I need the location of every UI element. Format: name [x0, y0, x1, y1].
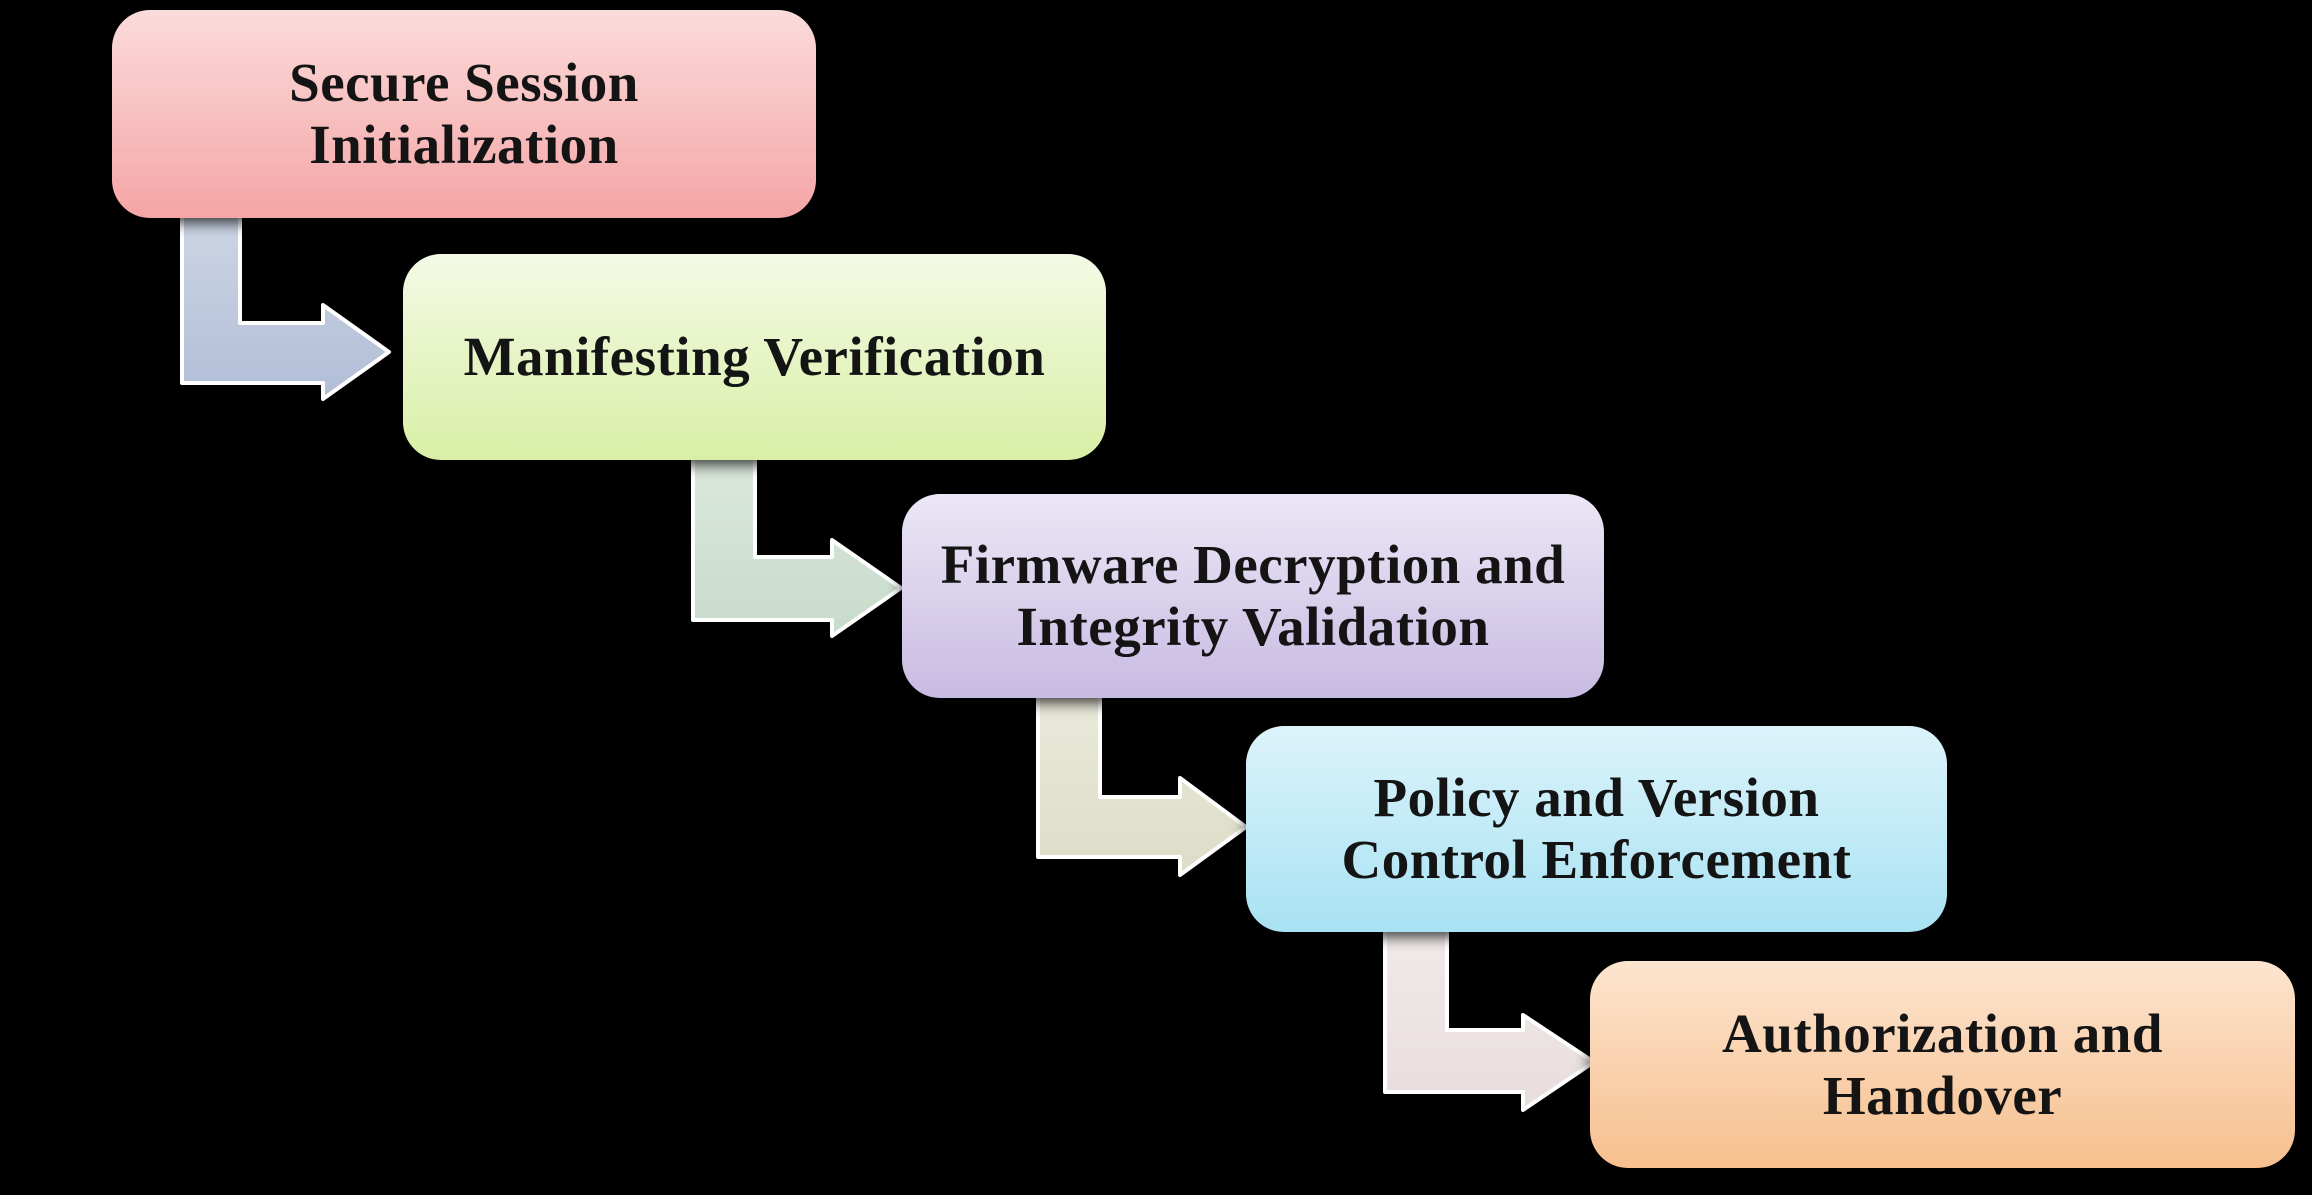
connector-arrow-3: [1036, 692, 1248, 877]
node-policy-version-control-enforcement: Policy and Version Control Enforcement: [1246, 726, 1947, 932]
node-firmware-decryption-integrity-validation: Firmware Decryption and Integrity Valida…: [902, 494, 1604, 698]
connector-arrow-4: [1383, 926, 1596, 1112]
connector-arrow-2: [691, 454, 903, 638]
node-authorization-handover: Authorization and Handover: [1590, 961, 2295, 1168]
node-label-firmware-decryption-integrity-validation: Firmware Decryption and Integrity Valida…: [940, 534, 1566, 657]
node-manifesting-verification: Manifesting Verification: [403, 254, 1106, 460]
node-label-authorization-handover: Authorization and Handover: [1722, 1002, 2163, 1126]
node-label-manifesting-verification: Manifesting Verification: [463, 326, 1046, 388]
node-label-secure-session-initialization: Secure Session Initialization: [289, 52, 639, 175]
connector-arrow-1: [180, 212, 391, 401]
node-secure-session-initialization: Secure Session Initialization: [112, 10, 816, 218]
node-label-policy-version-control-enforcement: Policy and Version Control Enforcement: [1341, 767, 1852, 890]
